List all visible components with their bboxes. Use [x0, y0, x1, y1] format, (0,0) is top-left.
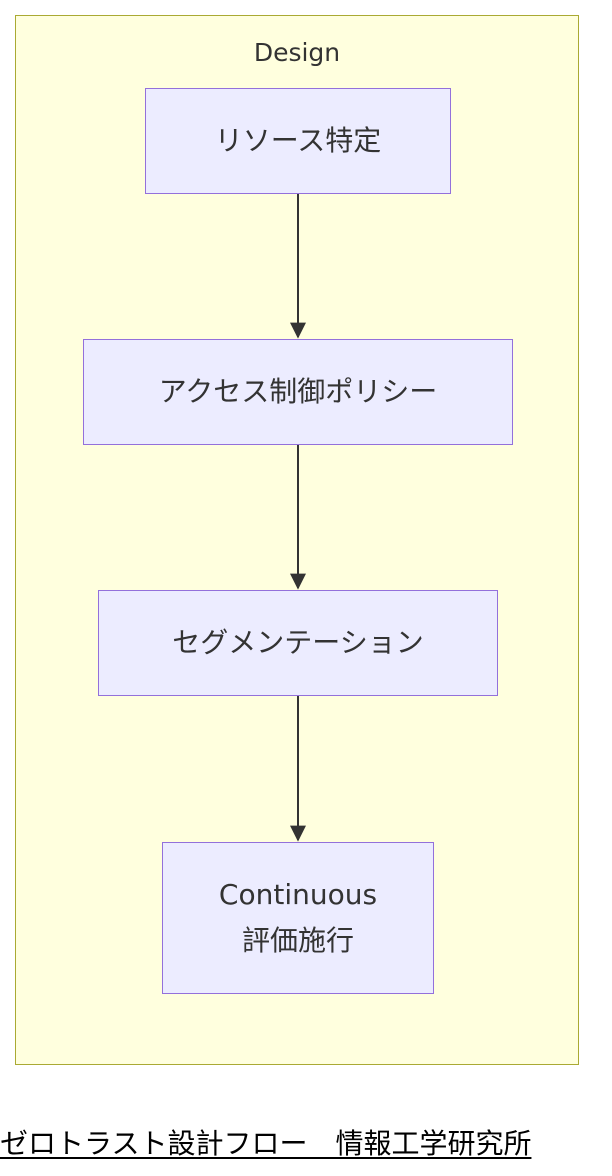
node-label-line-1: Continuous — [218, 878, 378, 911]
node-label: リソース特定 — [214, 124, 382, 157]
node-label: セグメンテーション — [172, 626, 424, 659]
node-resource-identification: リソース特定 — [145, 88, 451, 194]
node-segmentation: セグメンテーション — [98, 590, 498, 696]
figure-caption: ゼロトラスト設計フロー 情報工学研究所 — [0, 1127, 532, 1160]
node-label-line-2: 評価施行 — [241, 924, 354, 957]
node-continuous-evaluation: Continuous 評価施行 — [162, 842, 434, 994]
cluster-label: Design — [253, 38, 341, 67]
node-label: アクセス制御ポリシー — [158, 375, 438, 408]
node-access-control-policy: アクセス制御ポリシー — [83, 339, 513, 445]
